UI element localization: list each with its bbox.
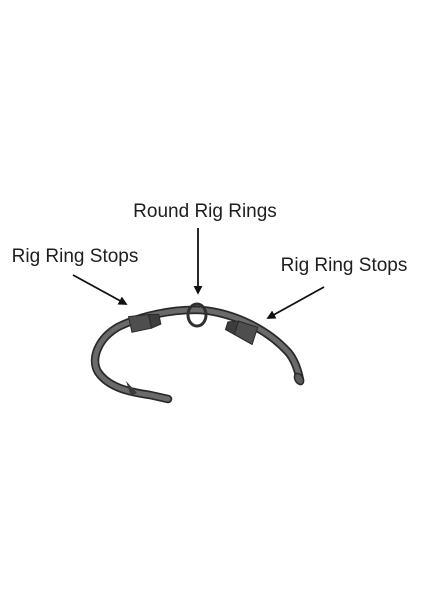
rig-stop-icon: [127, 313, 162, 333]
label-round-rig-rings: Round Rig Rings: [133, 201, 277, 222]
arrow-to-left-stop: [72, 274, 128, 305]
rig-stop-icon: [224, 320, 259, 346]
label-rig-ring-stops-left: Rig Ring Stops: [12, 246, 139, 267]
rig-ring-icon: [186, 302, 208, 328]
fishing-hook-icon: [90, 305, 305, 404]
label-rig-ring-stops-right: Rig Ring Stops: [281, 255, 408, 276]
arrow-to-right-stop: [266, 286, 325, 319]
